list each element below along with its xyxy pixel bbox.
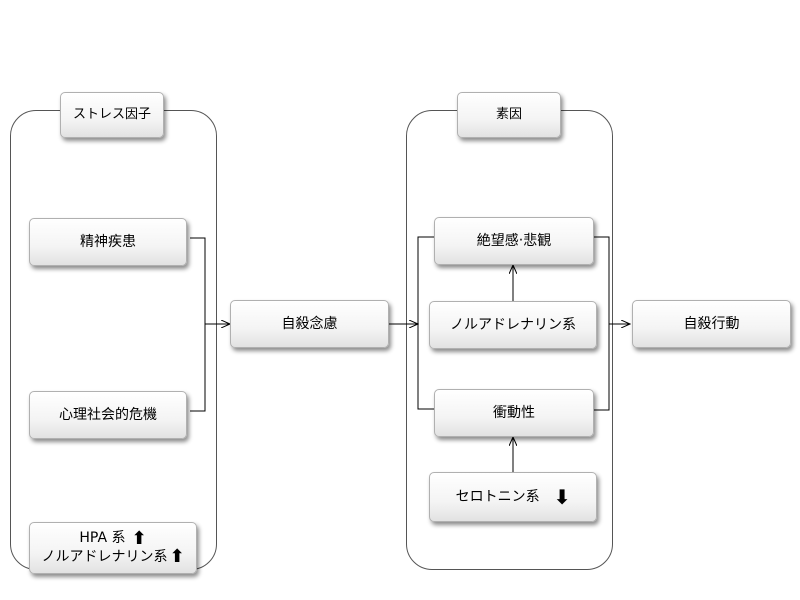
stress-bracket — [190, 237, 206, 412]
noradrenaline-system-label: ノルアドレナリン系 — [41, 549, 168, 565]
stress-factors-group — [10, 110, 217, 570]
impulsivity-node: 衝動性 — [434, 389, 594, 437]
psychosocial-crisis-label: 心理社会的危機 — [59, 406, 157, 423]
suicidal-ideation-node: 自殺念慮 — [230, 300, 389, 348]
up-arrow-icon: ⬆ — [169, 546, 185, 568]
mental-illness-label: 精神疾患 — [80, 233, 136, 250]
suicidal-behavior-node: 自殺行動 — [632, 300, 791, 348]
hpa-noradrenaline-node: HPA 系 ⬆ ノルアドレナリン系 ⬆ — [29, 522, 197, 574]
impulsivity-label: 衝動性 — [493, 404, 535, 421]
factors-left-bracket — [417, 236, 434, 410]
noradrenaline-node: ノルアドレナリン系 — [429, 301, 597, 349]
predisposition-title: 素因 — [495, 107, 522, 123]
hopelessness-node: 絶望感‧悲観 — [434, 217, 594, 265]
stress-factors-header: ストレス因子 — [60, 92, 164, 138]
up-arrow-icon: ⬆ — [131, 527, 147, 549]
noradrenaline-label: ノルアドレナリン系 — [450, 316, 576, 333]
stress-factors-title: ストレス因子 — [72, 107, 151, 123]
serotonin-node: セロトニン系 ⬇ — [429, 472, 597, 522]
hpa-system-label: HPA 系 — [79, 530, 126, 547]
serotonin-label: セロトニン系 — [455, 488, 540, 505]
mental-illness-node: 精神疾患 — [29, 218, 187, 266]
hopelessness-label: 絶望感‧悲観 — [476, 232, 552, 249]
suicidal-ideation-label: 自殺念慮 — [281, 315, 338, 332]
suicidal-behavior-label: 自殺行動 — [683, 315, 740, 332]
predisposition-header: 素因 — [457, 92, 561, 138]
down-arrow-icon: ⬇ — [553, 485, 571, 509]
psychosocial-crisis-node: 心理社会的危機 — [29, 391, 187, 439]
